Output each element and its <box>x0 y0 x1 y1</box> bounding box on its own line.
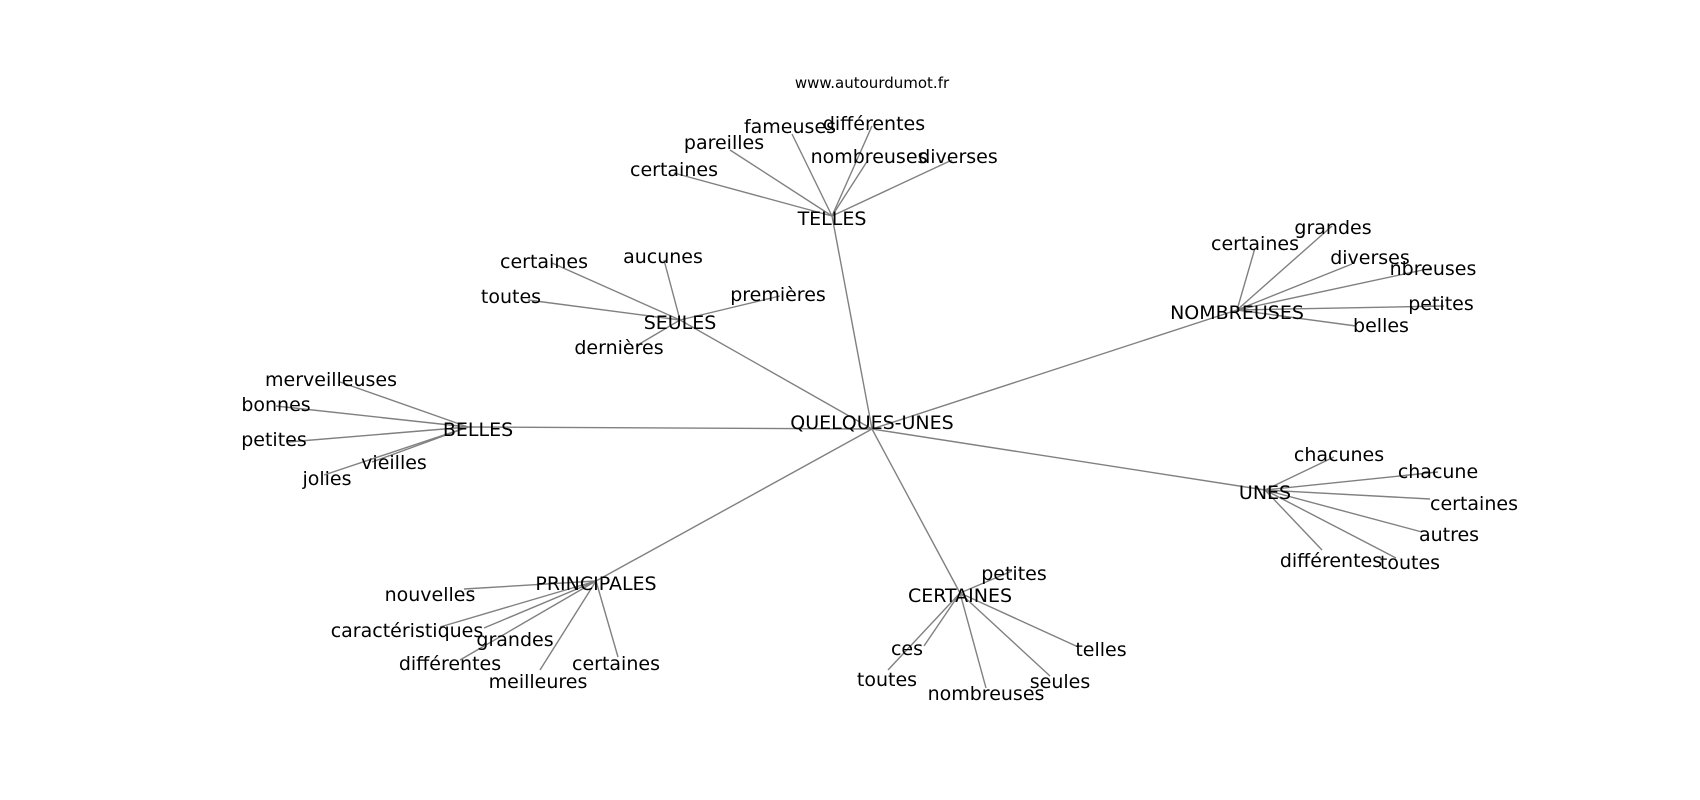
leaf-word-telles-5[interactable]: certaines <box>630 159 718 181</box>
edges-layer <box>275 125 1445 689</box>
center-word[interactable]: QUELQUES-UNES <box>790 412 953 434</box>
leaf-word-belles-0[interactable]: merveilleuses <box>265 369 397 391</box>
leaf-word-unes-5[interactable]: toutes <box>1380 552 1440 574</box>
edge-certaines-1 <box>923 592 961 647</box>
edge-seules-1 <box>663 259 681 321</box>
edge-certaines-4 <box>959 592 1051 677</box>
edge-center-seules <box>679 319 873 430</box>
leaf-word-belles-2[interactable]: petites <box>241 429 307 451</box>
leaf-word-belles-1[interactable]: bonnes <box>241 394 310 416</box>
edge-certaines-5 <box>959 592 987 689</box>
leaf-word-certaines-1[interactable]: ces <box>891 638 923 660</box>
leaf-word-telles-0[interactable]: fameuses <box>744 116 836 138</box>
edge-principales-2 <box>483 580 597 629</box>
leaf-word-principales-0[interactable]: nouvelles <box>385 584 476 606</box>
edge-unes-3 <box>1264 489 1423 533</box>
leaf-word-certaines-2[interactable]: telles <box>1075 639 1126 661</box>
hub-word-certaines[interactable]: CERTAINES <box>908 585 1012 607</box>
leaf-word-unes-0[interactable]: chacunes <box>1294 444 1384 466</box>
leaf-word-certaines-0[interactable]: petites <box>981 563 1047 585</box>
edge-telles-5 <box>673 172 833 217</box>
leaf-word-seules-0[interactable]: certaines <box>500 251 588 273</box>
edge-unes-2 <box>1264 489 1431 500</box>
edge-center-belles <box>467 426 873 430</box>
edge-center-telles <box>831 215 873 430</box>
leaf-word-principales-4[interactable]: certaines <box>572 653 660 675</box>
labels-layer: www.autourdumot.fr TELLESfameusesdiffére… <box>241 74 1518 705</box>
hub-word-unes[interactable]: UNES <box>1239 482 1291 504</box>
leaf-word-certaines-3[interactable]: toutes <box>857 669 917 691</box>
edge-belles-1 <box>275 405 469 428</box>
hub-word-seules[interactable]: SEULES <box>644 312 717 334</box>
edge-principales-1 <box>439 580 597 628</box>
edge-seules-4 <box>635 319 681 347</box>
edge-belles-2 <box>287 426 469 443</box>
edge-center-nombreuses <box>871 309 1238 430</box>
edge-belles-4 <box>323 426 469 476</box>
leaf-word-nombreuses-5[interactable]: belles <box>1353 315 1409 337</box>
source-watermark[interactable]: www.autourdumot.fr <box>795 74 950 92</box>
leaf-word-unes-3[interactable]: autres <box>1419 524 1479 546</box>
edge-unes-0 <box>1264 456 1335 491</box>
edge-unes-1 <box>1264 471 1439 491</box>
leaf-word-telles-3[interactable]: nombreuses <box>811 146 928 168</box>
edge-certaines-2 <box>959 592 1077 647</box>
edge-telles-3 <box>831 159 869 217</box>
edge-seules-2 <box>527 299 681 321</box>
edge-belles-0 <box>339 381 469 428</box>
leaf-word-nombreuses-1[interactable]: certaines <box>1211 233 1299 255</box>
edge-telles-4 <box>831 159 953 217</box>
leaf-word-telles-4[interactable]: diverses <box>918 146 998 168</box>
leaf-word-unes-2[interactable]: certaines <box>1430 493 1518 515</box>
edge-center-certaines <box>871 428 961 594</box>
edge-nombreuses-3 <box>1236 267 1433 311</box>
edge-nombreuses-2 <box>1236 263 1353 311</box>
edge-unes-4 <box>1264 489 1323 551</box>
leaf-word-telles-2[interactable]: pareilles <box>684 132 764 154</box>
leaf-word-seules-3[interactable]: premières <box>730 284 826 306</box>
leaf-word-certaines-5[interactable]: nombreuses <box>928 683 1045 705</box>
leaf-word-unes-4[interactable]: différentes <box>1280 550 1382 572</box>
hub-word-belles[interactable]: BELLES <box>443 419 513 441</box>
edge-center-principales <box>595 428 873 582</box>
edge-principales-4 <box>595 580 619 658</box>
leaf-word-principales-3[interactable]: différentes <box>399 653 501 675</box>
edge-certaines-0 <box>959 570 1013 594</box>
hub-word-telles[interactable]: TELLES <box>797 208 867 230</box>
edge-telles-0 <box>791 133 833 217</box>
leaf-word-seules-4[interactable]: dernières <box>574 337 663 359</box>
hub-word-principales[interactable]: PRINCIPALES <box>535 573 656 595</box>
edge-principales-3 <box>459 580 597 661</box>
leaf-word-belles-4[interactable]: jolies <box>301 468 351 490</box>
edge-telles-2 <box>729 149 833 217</box>
edge-principales-0 <box>463 580 597 590</box>
edge-center-unes <box>871 428 1266 491</box>
leaf-word-nombreuses-2[interactable]: diverses <box>1330 247 1410 269</box>
edge-nombreuses-4 <box>1236 305 1445 311</box>
leaf-word-principales-1[interactable]: caractéristiques <box>331 620 484 642</box>
edge-principales-5 <box>539 580 597 671</box>
leaf-word-belles-3[interactable]: vieilles <box>361 452 427 474</box>
leaf-word-principales-5[interactable]: meilleures <box>489 671 588 693</box>
leaf-word-seules-1[interactable]: aucunes <box>623 246 703 268</box>
hub-word-nombreuses[interactable]: NOMBREUSES <box>1170 302 1304 324</box>
leaf-word-telles-1[interactable]: différentes <box>823 113 925 135</box>
leaf-word-nombreuses-0[interactable]: grandes <box>1294 217 1371 239</box>
edge-nombreuses-1 <box>1236 247 1256 311</box>
edge-unes-5 <box>1264 489 1397 559</box>
edge-nombreuses-0 <box>1236 225 1333 311</box>
edge-certaines-3 <box>887 592 961 671</box>
leaf-word-unes-1[interactable]: chacune <box>1398 461 1478 483</box>
leaf-word-seules-2[interactable]: toutes <box>481 286 541 308</box>
leaf-word-nombreuses-3[interactable]: nbreuses <box>1390 258 1477 280</box>
edge-nombreuses-5 <box>1236 309 1357 327</box>
edge-telles-1 <box>831 125 873 217</box>
edge-seules-3 <box>679 295 781 321</box>
leaf-word-principales-2[interactable]: grandes <box>476 629 553 651</box>
leaf-word-nombreuses-4[interactable]: petites <box>1408 293 1474 315</box>
leaf-word-certaines-4[interactable]: seules <box>1030 671 1091 693</box>
edge-seules-0 <box>551 262 681 321</box>
